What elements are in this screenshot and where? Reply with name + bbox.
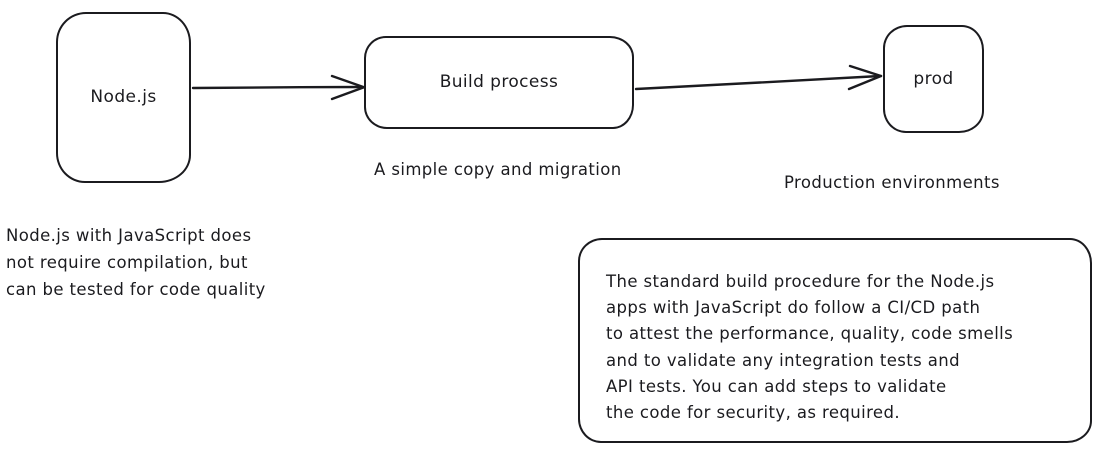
note-nodejs-compilation: Node.js with JavaScript does not require… <box>6 222 336 303</box>
note-box-line: apps with JavaScript do follow a CI/CD p… <box>606 298 981 318</box>
note-box-line: to attest the performance, quality, code… <box>606 324 1014 344</box>
note-line: not require compilation, but <box>6 253 248 272</box>
node-prod-label: prod <box>913 68 954 89</box>
node-build-process-label: Build process <box>439 72 559 93</box>
note-box-line: the code for security, as required. <box>606 403 900 423</box>
caption-production-environments: Production environments <box>784 173 1000 192</box>
arrow-nodejs-to-build <box>191 74 366 101</box>
node-nodejs[interactable]: Node.js <box>56 12 191 183</box>
node-prod[interactable]: prod <box>883 25 984 133</box>
note-line: Node.js with JavaScript does <box>6 226 252 245</box>
node-build-process[interactable]: Build process <box>364 36 634 129</box>
note-box-text: The standard build procedure for the Nod… <box>606 269 1078 426</box>
note-line: can be tested for code quality <box>6 280 266 299</box>
note-box-line: and to validate any integration tests an… <box>606 350 961 370</box>
caption-build-process: A simple copy and migration <box>374 160 622 179</box>
note-box-build-procedure: The standard build procedure for the Nod… <box>578 238 1092 443</box>
note-box-line: The standard build procedure for the Nod… <box>606 272 995 291</box>
note-box-line: API tests. You can add steps to validate <box>606 376 947 396</box>
node-nodejs-label: Node.js <box>90 87 157 108</box>
arrow-build-to-prod <box>634 64 883 91</box>
